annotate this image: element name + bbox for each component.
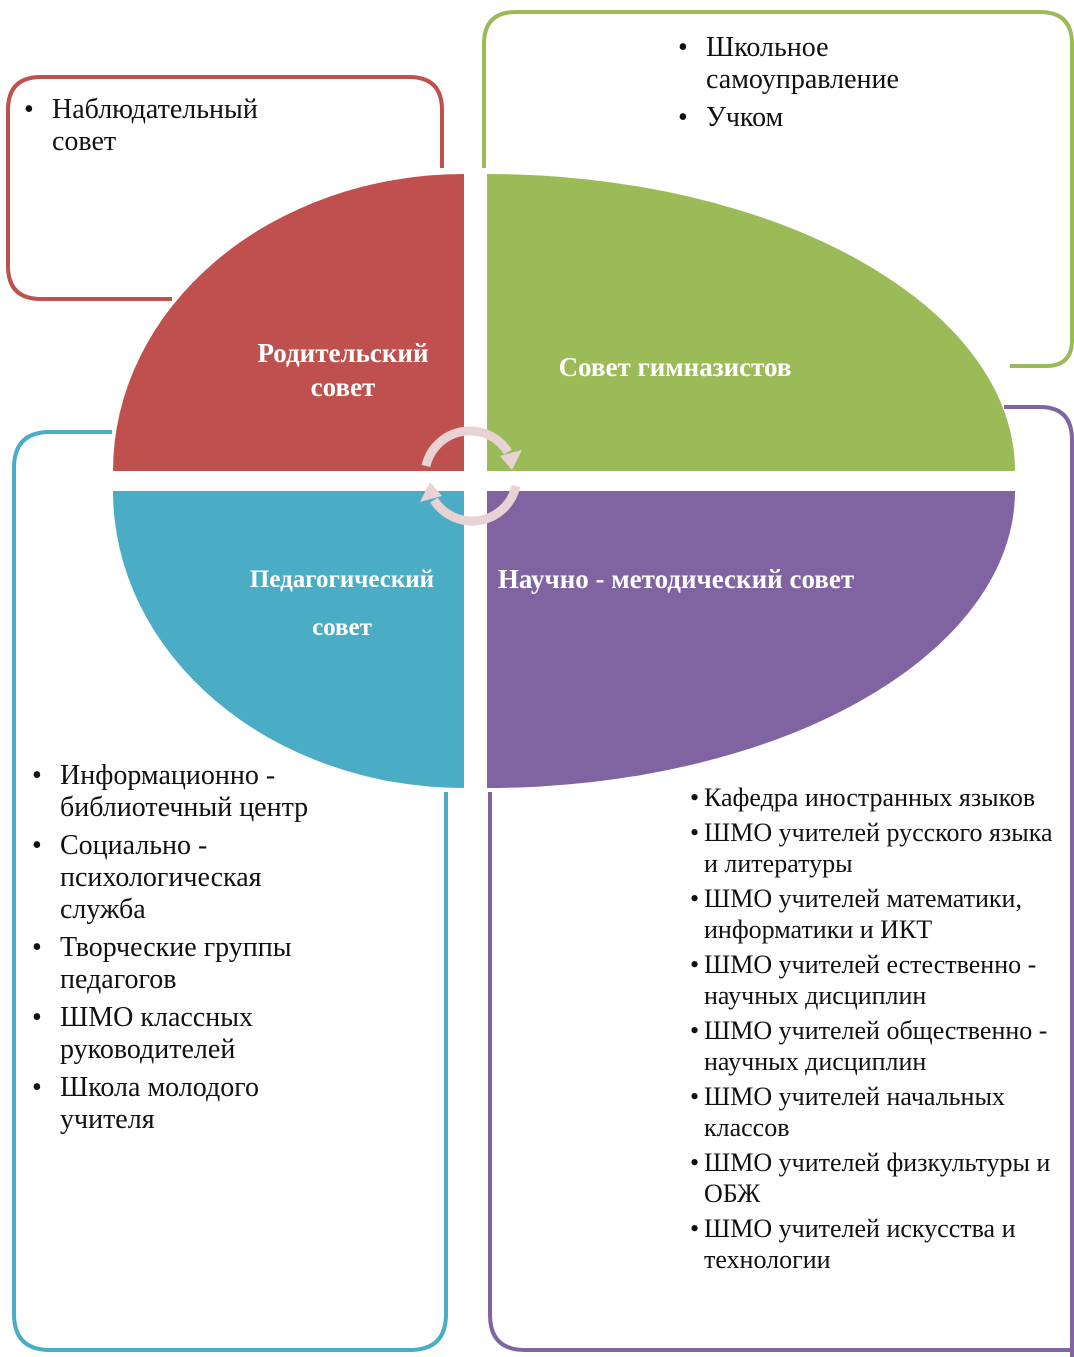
list-item: ШМО учителей математики, информатики и И… [690, 883, 1065, 945]
list-item: ШМО классных руководителей [32, 1002, 312, 1066]
list-item: Школа молодого учителя [32, 1072, 312, 1136]
list-item: Творческие группы педагогов [32, 932, 312, 996]
parent-box-outline [6, 75, 444, 301]
list-item: Информационно - библиотечный центр [32, 760, 312, 824]
cycle-arrowheads-icon [420, 450, 522, 502]
quadrant-label-parent: Родительский совет [257, 338, 429, 402]
quadrant-methodical [487, 491, 1015, 788]
methodical-box-text: Кафедра иностранных языков ШМО учителей … [690, 782, 1065, 1279]
list-item: ШМО учителей физкультуры и ОБЖ [690, 1147, 1065, 1209]
students-box-text: Школьное самоуправление Учком [678, 32, 978, 140]
parent-box-text: Наблюдательный совет [24, 94, 324, 164]
methodical-box-outline [488, 405, 1074, 1357]
quadrant-pedagogical [113, 491, 464, 788]
list-item: ШМО учителей начальных классов [690, 1081, 1065, 1143]
quadrant-label-students: Совет гимназистов [558, 352, 792, 382]
pedagogical-box-text: Информационно - библиотечный центр Социа… [32, 760, 312, 1142]
pedagogical-box-outline [12, 430, 448, 1352]
quadrant-label-methodical: Научно - методический совет [497, 564, 855, 594]
list-item: Социально - психологическая служба [32, 830, 312, 926]
list-item: Наблюдательный совет [24, 94, 324, 158]
list-item: ШМО учителей естественно - научных дисци… [690, 949, 1065, 1011]
list-item: Кафедра иностранных языков [690, 782, 1065, 813]
list-item: Школьное самоуправление [678, 32, 978, 96]
list-item: ШМО учителей искусства и технологии [690, 1213, 1065, 1275]
quadrant-label-pedagogical: Педагогический совет [249, 566, 435, 641]
list-item: ШМО учителей русского языка и литературы [690, 817, 1065, 879]
quadrant-parent [113, 174, 464, 471]
cycle-arrows-icon [421, 426, 521, 526]
students-box-outline [482, 10, 1074, 368]
list-item: Учком [678, 102, 978, 134]
list-item: ШМО учителей общественно - научных дисци… [690, 1015, 1065, 1077]
quadrant-students [487, 174, 1015, 471]
